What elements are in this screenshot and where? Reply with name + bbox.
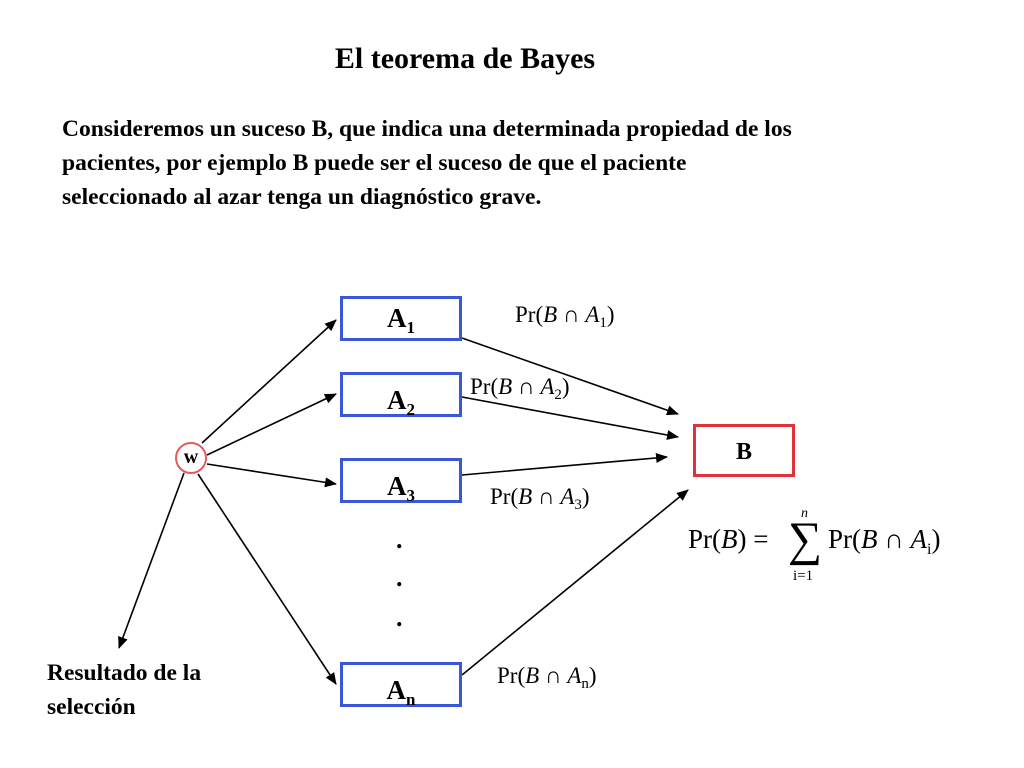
edge-label-a3: Pr(B ∩ A3) — [490, 484, 590, 514]
edge-label-a2: Pr(B ∩ A2) — [470, 374, 570, 404]
label-prefix: Pr( — [490, 484, 519, 509]
arrow-w-to-result — [118, 472, 185, 649]
box-letter: A — [386, 675, 407, 705]
arrow-a3-to-b — [461, 452, 668, 476]
sum-symbol: ∑ — [788, 513, 823, 566]
formula-rhs-event: B — [861, 524, 878, 554]
label-event: B — [498, 374, 513, 399]
label-index: 1 — [599, 315, 607, 331]
box-a3: A3 — [340, 458, 462, 505]
formula-lhs: Pr(B) = — [688, 524, 768, 555]
label-op: ∩ — [539, 663, 568, 688]
intro-line: pacientes, por ejemplo B puede ser el su… — [62, 150, 687, 176]
label-op: ∩ — [512, 374, 541, 399]
label-index: n — [581, 676, 589, 692]
box-a2: A2 — [340, 372, 462, 419]
formula-rhs-op: ∩ — [877, 524, 911, 554]
label-event: B — [525, 663, 540, 688]
sum-lower-limit: i=1 — [793, 568, 814, 584]
label-event: B — [518, 484, 533, 509]
edge-label-an: Pr(B ∩ An) — [497, 663, 597, 693]
formula-lhs-event: B — [721, 524, 738, 554]
arrow-w-to-a3 — [206, 463, 337, 488]
label-op: ∩ — [532, 484, 561, 509]
formula-lhs-suffix: ) = — [737, 524, 769, 554]
label-set: A — [585, 302, 600, 327]
intro-paragraph: Consideremos un suceso B, que indica una… — [62, 112, 962, 214]
box-index: 3 — [406, 486, 416, 505]
edge-label-a1: Pr(B ∩ A1) — [515, 302, 615, 332]
result-label: Resultado de la selección — [47, 656, 247, 724]
label-prefix: Pr( — [470, 374, 499, 399]
arrow-w-to-an — [197, 473, 337, 685]
label-set: A — [560, 484, 575, 509]
arrow-a2-to-b — [461, 396, 679, 440]
label-event: B — [543, 302, 558, 327]
intro-line: seleccionado al azar tenga un diagnóstic… — [62, 184, 542, 210]
intro-line: Consideremos un suceso B, que indica una… — [62, 116, 792, 142]
ellipsis-dot: . — [396, 603, 403, 632]
box-index: 1 — [406, 318, 416, 337]
arrow-w-to-a1 — [201, 319, 337, 444]
label-op: ∩ — [557, 302, 586, 327]
formula-lhs-prefix: Pr( — [688, 524, 721, 554]
box-index: n — [406, 690, 416, 709]
label-index: 2 — [554, 387, 562, 403]
sum-upper-limit: n — [801, 506, 808, 521]
formula-rhs-suffix: ) — [931, 524, 941, 554]
box-an: An — [340, 662, 462, 709]
label-suffix: ) — [588, 663, 597, 688]
ellipsis-dot: . — [396, 563, 403, 592]
ellipsis-dot: . — [396, 525, 403, 554]
root-node-w: w — [175, 442, 207, 474]
arrow-a1-to-b — [461, 337, 679, 416]
label-set: A — [540, 374, 555, 399]
slide-title: El teorema de Bayes — [334, 42, 596, 75]
label-index: 3 — [574, 497, 582, 513]
box-b-target: B — [693, 424, 795, 477]
box-index: 2 — [406, 400, 416, 419]
box-a1: A1 — [340, 296, 462, 341]
label-suffix: ) — [606, 302, 615, 327]
label-prefix: Pr( — [497, 663, 526, 688]
result-label-line: selección — [47, 694, 136, 720]
arrow-w-to-a2 — [206, 393, 337, 456]
box-letter: A — [387, 385, 407, 415]
label-set: A — [567, 663, 582, 688]
formula-rhs: Pr(B ∩ Ai) — [828, 524, 940, 559]
label-suffix: ) — [561, 374, 570, 399]
total-probability-formula: Pr(B) = n ∑ i=1 Pr(B ∩ Ai) — [688, 506, 978, 590]
result-label-line: Resultado de la — [47, 660, 202, 686]
arrow-an-to-b — [461, 489, 689, 676]
label-suffix: ) — [581, 484, 590, 509]
box-letter: A — [387, 303, 407, 333]
formula-rhs-index: i — [927, 541, 932, 558]
formula-rhs-prefix: Pr( — [828, 524, 861, 554]
label-prefix: Pr( — [515, 302, 544, 327]
box-letter: A — [387, 471, 407, 501]
formula-rhs-set: A — [910, 524, 928, 554]
